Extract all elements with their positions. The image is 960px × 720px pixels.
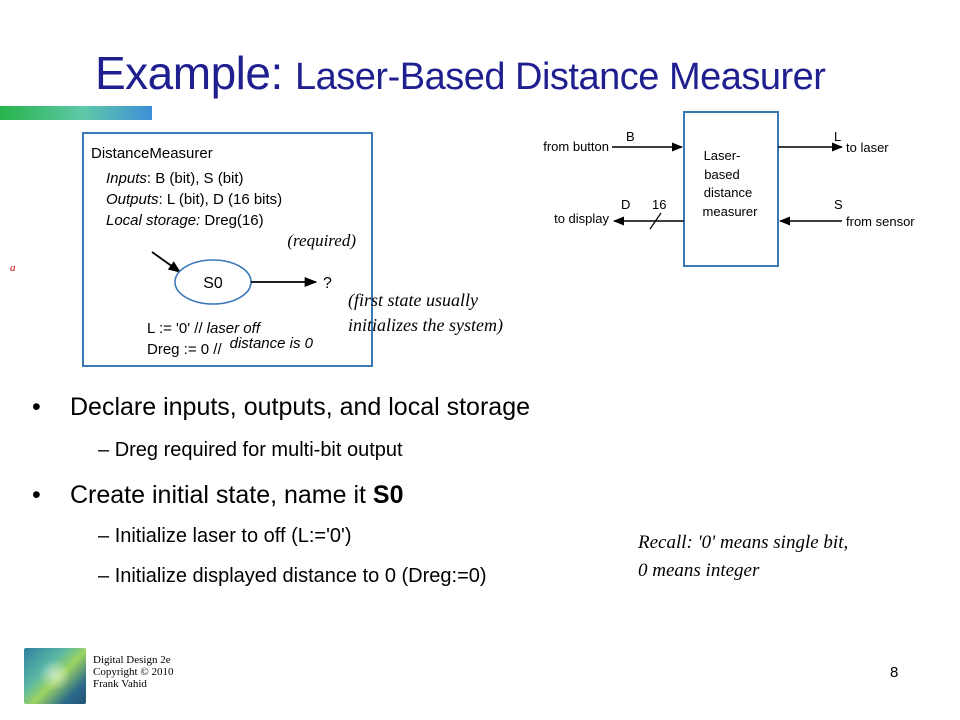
outputs-val: : L (bit), D (16 bits) [159,191,283,208]
bullet-declare-text: Declare inputs, outputs, and local stora… [70,393,530,421]
storage-key: Local storage: [106,212,200,229]
to-laser-label: to laser [846,140,889,155]
action-dreg: Dreg := 0 // distance is 0 [147,335,314,358]
outputs-key: Outputs [106,191,159,208]
title-sub: Laser-Based Distance Measurer [295,56,826,98]
fsm-inputs: Inputs: B (bit), S (bit) [106,170,244,187]
storage-val: Dreg(16) [200,212,263,229]
action-dreg-comment: distance is 0 [230,335,314,352]
port-d: D [621,197,630,212]
sub-dash: – [98,565,110,587]
fsm-name: DistanceMeasurer [91,145,213,162]
from-button-label: from button [543,139,609,154]
footer-line1: Digital Design 2e [93,654,171,666]
from-sensor-label: from sensor [846,214,915,229]
block-label-line4: measurer [703,204,759,219]
bullet-dot: • [32,393,41,421]
action-dreg-code: Dreg := 0 // [147,341,222,358]
bullet-create-bold: S0 [372,481,404,509]
page-number: 8 [890,664,899,681]
title-accent-bar [0,106,152,120]
sub-bullet-laser: – Initialize laser to off (L:='0') [98,525,352,548]
block-label-line2: based [704,167,739,182]
sub-bullet-display: – Initialize displayed distance to 0 (Dr… [98,565,487,588]
first-state-note-line1: (first state usually [348,290,478,311]
footer-credits: Digital Design 2e Copyright © 2010 Frank… [93,654,173,690]
port-s: S [834,197,843,212]
port-b: B [626,129,635,144]
sub-dreg-text: Dreg required for multi-bit output [114,439,403,461]
action-laser: L := '0' //laser off [147,320,262,337]
book-logo [24,648,86,704]
initial-arrow [151,251,182,273]
sub-dash: – [98,439,110,461]
fsm-outputs: Outputs: L (bit), D (16 bits) [106,191,282,208]
fsm-diagram: DistanceMeasurer Inputs: B (bit), S (bit… [82,111,915,367]
footer-line2: Copyright © 2010 [93,666,174,678]
fsm-storage: Local storage: Dreg(16) [106,212,264,229]
sub-bullet-dreg: – Dreg required for multi-bit output [98,439,403,462]
bus-width: 16 [652,197,666,212]
first-state-note-line2: initializes the system) [348,315,503,336]
inputs-key: Inputs [106,170,147,187]
port-l: L [834,129,841,144]
action-laser-code: L := '0' // [147,320,203,337]
fsm-box [82,132,373,367]
next-state-label: ? [323,275,332,292]
bullet-dot: • [32,481,41,509]
inputs-val: : B (bit), S (bit) [147,170,244,187]
action-laser-comment: laser off [207,320,262,337]
block-label-line1: Laser- [704,148,741,163]
laser-measurer-block [683,111,779,267]
recall-note-line1: Recall: '0' means single bit, [638,532,849,553]
footer-line3: Frank Vahid [93,678,147,690]
bullet-create-text: Create initial state, name it S0 [70,481,404,510]
sub-dash: – [98,525,110,547]
margin-marker: a [10,262,16,274]
to-display-label: to display [554,211,609,226]
block-label-line3: distance [704,185,752,200]
bus-slash [649,212,662,230]
slide-title: Example: Laser-Based Distance Measurer [95,46,826,100]
sub-laser-text: Initialize laser to off (L:='0') [114,525,352,547]
title-main: Example: [95,47,283,99]
sub-display-text: Initialize displayed distance to 0 (Dreg… [114,565,487,587]
state-s0-label: S0 [203,275,223,292]
required-note: (required) [287,231,356,250]
bullet-create-pre: Create initial state, name it [70,481,373,509]
recall-note-line2: 0 means integer [638,560,760,581]
